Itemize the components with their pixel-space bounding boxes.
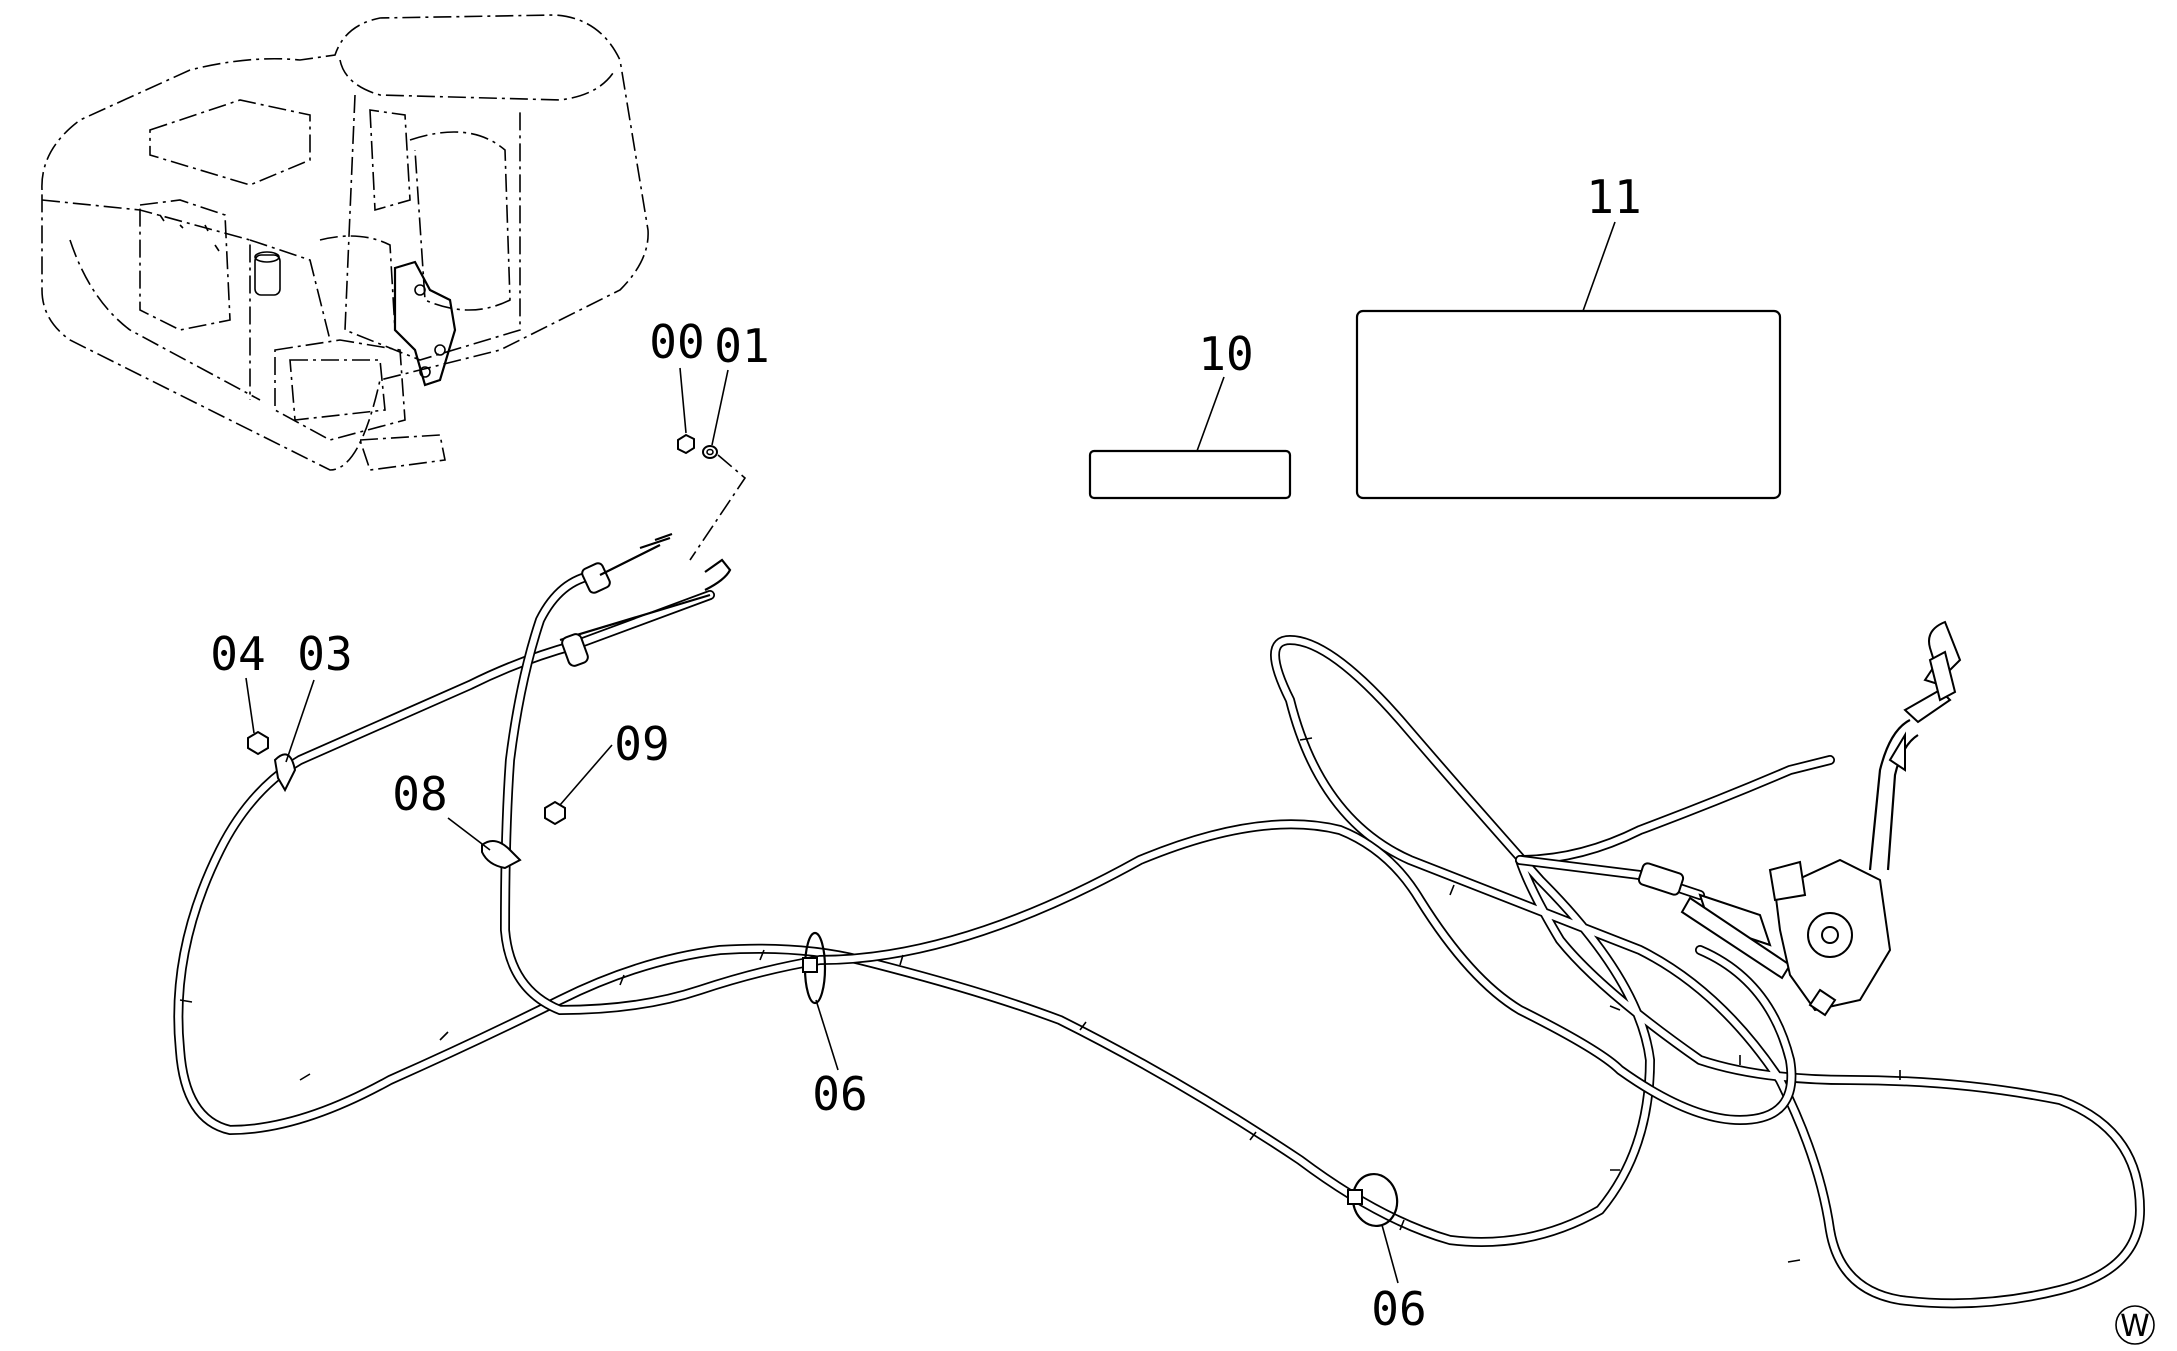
callout-06-bottom: 06	[1371, 1282, 1426, 1336]
label-plate-10	[1088, 449, 1292, 500]
bolt-part-04	[247, 730, 269, 756]
control-cable-assembly	[173, 532, 2146, 1309]
leader-lines	[245, 221, 1616, 1284]
washer-part-01	[702, 445, 718, 459]
nut-part-00	[677, 433, 695, 455]
clamp-part-08	[481, 840, 522, 870]
watermark-letter: W	[2120, 1309, 2150, 1344]
callout-01: 01	[714, 319, 769, 373]
callout-00: 00	[649, 315, 704, 369]
callout-04: 04	[210, 627, 265, 681]
label-plate-11	[1355, 309, 1782, 500]
throttle-lever-assembly	[1637, 620, 1962, 1017]
callout-10: 10	[1198, 327, 1253, 381]
callout-11: 11	[1586, 170, 1641, 224]
callout-03: 03	[297, 627, 352, 681]
callout-09: 09	[614, 717, 669, 771]
callout-labels: 00 01 03 04 06 06 08 09 10 11	[210, 170, 1641, 1336]
watermark-badge: W	[2115, 1305, 2155, 1345]
callout-06-center: 06	[812, 1067, 867, 1121]
clamps-and-fasteners	[247, 433, 1399, 1227]
clamp-part-03	[273, 753, 297, 793]
bolt-part-09	[544, 800, 566, 826]
callout-08: 08	[392, 767, 447, 821]
excavator-machine-outline	[41, 14, 649, 471]
